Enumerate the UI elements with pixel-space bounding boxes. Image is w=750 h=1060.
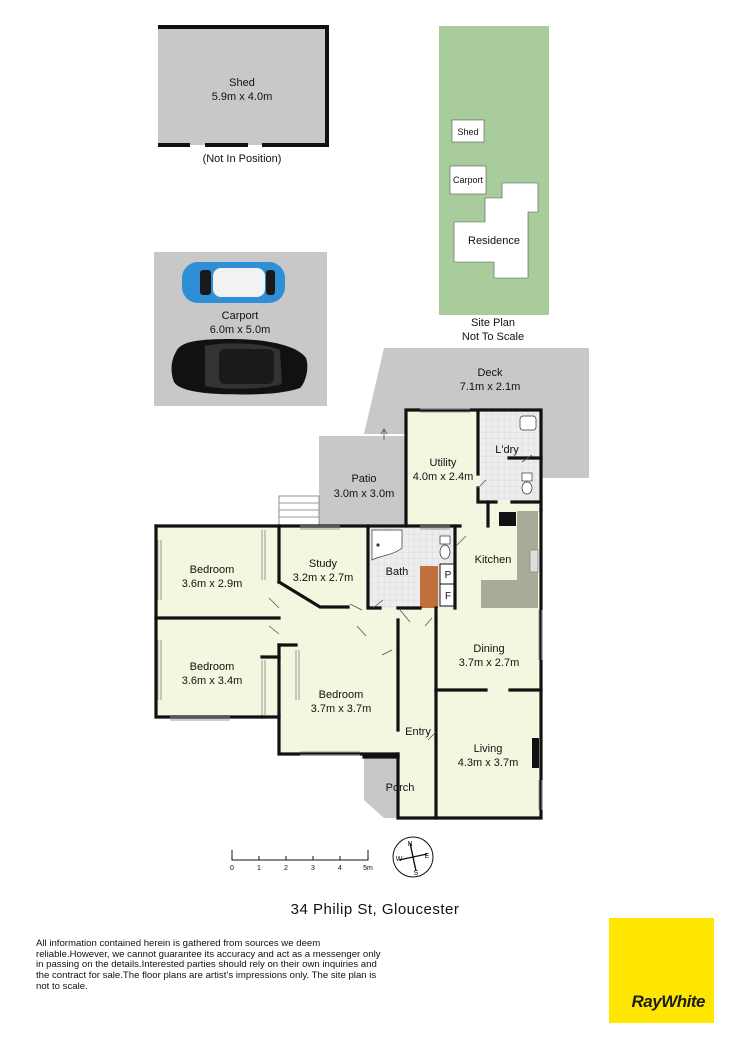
- deck-dims: 7.1m x 2.1m: [460, 381, 521, 393]
- carport: Carport 6.0m x 5.0m: [154, 252, 327, 406]
- scale-bar: 0 1 2 3 4 5m: [230, 850, 373, 872]
- kitchen-bench: [481, 511, 538, 608]
- svg-text:F: F: [445, 591, 451, 602]
- black-car-icon: [171, 339, 308, 395]
- laundry-toilet-icon: [521, 472, 533, 495]
- laundry-tub-icon: [519, 415, 537, 431]
- cooktop-icon: [499, 512, 516, 526]
- svg-text:Shed: Shed: [457, 127, 478, 137]
- svg-text:S: S: [414, 870, 419, 877]
- bedroom-3-label: Bedroom: [319, 689, 364, 701]
- shower-icon: [371, 529, 403, 561]
- property-address: 34 Philip St, Gloucester: [290, 901, 460, 918]
- scale-tick: 1: [257, 865, 261, 872]
- svg-text:E: E: [425, 853, 430, 860]
- bedroom-1-dims: 3.6m x 2.9m: [182, 578, 243, 590]
- site-plan-shed: [451, 119, 485, 143]
- bedroom-1-label: Bedroom: [190, 564, 235, 576]
- site-plan-caption-2: Not To Scale: [462, 331, 524, 343]
- scale-tick: 3: [311, 865, 315, 872]
- deck-area: [364, 348, 589, 478]
- disclaimer-text: All information contained herein is gath…: [36, 938, 381, 992]
- svg-text:Carport: Carport: [453, 175, 484, 185]
- scale-tick: 2: [284, 865, 288, 872]
- scale-tick: 4: [338, 865, 342, 872]
- entry-label: Entry: [405, 726, 431, 738]
- site-plan-residence: [453, 182, 539, 279]
- svg-text:W: W: [396, 856, 403, 863]
- shed-dims: 5.9m x 4.0m: [212, 91, 273, 103]
- blue-car-icon: [182, 262, 285, 303]
- bath-label: Bath: [386, 566, 409, 578]
- deck-step-arrow-icon: [380, 428, 388, 440]
- bedroom-2-label: Bedroom: [190, 661, 235, 673]
- laundry-label: L'dry: [495, 444, 519, 456]
- study-label: Study: [309, 558, 338, 570]
- carport-dims: 6.0m x 5.0m: [210, 324, 271, 336]
- shed-note: (Not In Position): [203, 153, 282, 165]
- patio-area: [319, 436, 406, 526]
- utility-label: Utility: [430, 457, 457, 469]
- bedroom-2-dims: 3.6m x 3.4m: [182, 675, 243, 687]
- dining-label: Dining: [473, 643, 504, 655]
- svg-text:Residence: Residence: [468, 235, 520, 247]
- bath-vanity: [420, 566, 438, 608]
- carport-label: Carport: [222, 310, 259, 322]
- dining-dims: 3.7m x 2.7m: [459, 657, 520, 669]
- svg-text:N: N: [407, 841, 412, 848]
- patio-label: Patio: [351, 473, 376, 485]
- walls: [154, 408, 543, 820]
- bedroom-3-dims: 3.7m x 3.7m: [311, 703, 372, 715]
- utility-dims: 4.0m x 2.4m: [413, 471, 474, 483]
- site-plan-caption: Site Plan: [471, 317, 515, 329]
- site-plan-carport: [449, 165, 487, 195]
- porch-label: Porch: [386, 782, 415, 794]
- shed: Shed 5.9m x 4.0m (Not In Position): [158, 25, 329, 165]
- door-swings: [268, 454, 533, 741]
- study-dims: 3.2m x 2.7m: [293, 572, 354, 584]
- compass-icon: N E S W: [392, 836, 434, 878]
- toilet-icon: [439, 535, 451, 560]
- living-dims: 4.3m x 3.7m: [458, 757, 519, 769]
- deck-label: Deck: [477, 367, 503, 379]
- interior-floor: [156, 410, 541, 818]
- site-plan: Shed Carport Residence Site Plan Not To …: [439, 26, 549, 343]
- living-label: Living: [474, 743, 503, 755]
- kitchen-sink-icon: [529, 549, 539, 573]
- patio-steps: [278, 495, 320, 527]
- scale-tick: 5m: [363, 865, 373, 872]
- room-labels: Deck 7.1m x 2.1m Utility 4.0m x 2.4m L'd…: [182, 367, 521, 794]
- shed-label: Shed: [229, 77, 255, 89]
- brand-name: RayWhite: [631, 992, 706, 1011]
- svg-text:P: P: [445, 570, 452, 581]
- windows: [157, 408, 543, 810]
- fireplace-icon: [532, 738, 539, 768]
- kitchen-label: Kitchen: [475, 554, 512, 566]
- raywhite-logo: RayWhite: [609, 918, 714, 1023]
- patio-dims: 3.0m x 3.0m: [334, 488, 395, 500]
- scale-tick: 0: [230, 865, 234, 872]
